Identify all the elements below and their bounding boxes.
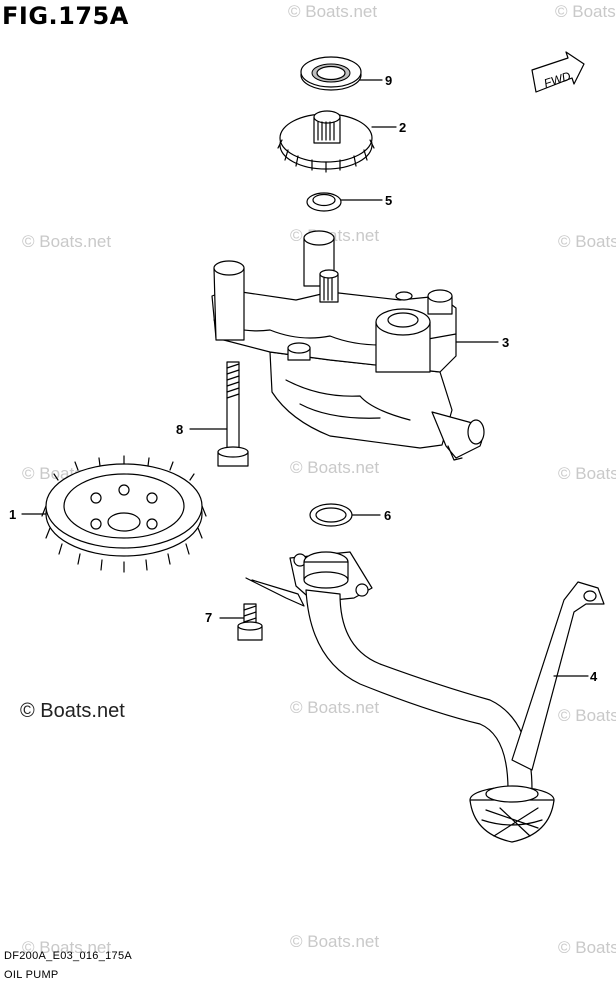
figure-title: FIG.175A [2, 2, 129, 30]
callout-6: 6 [384, 508, 392, 523]
diagram-code: DF200A_E03_016_175A [4, 950, 133, 962]
callout-5: 5 [385, 193, 393, 208]
forward-arrow-icon: FWD [531, 51, 585, 93]
oil-seal-part [300, 56, 383, 91]
watermark: © Boats.net [290, 458, 380, 477]
watermark: © Boats.net [288, 2, 378, 21]
watermark-prominent: © Boats.net [20, 700, 125, 722]
watermark: © Boats.net [558, 938, 616, 957]
oil-strainer-part [289, 551, 605, 843]
short-bolt-part [219, 577, 305, 641]
callout-7: 7 [205, 610, 213, 625]
callout-9: 9 [385, 73, 393, 88]
watermark: © Boats.net [558, 232, 616, 251]
callout-4: 4 [590, 669, 598, 684]
washer-part [306, 192, 383, 212]
watermark: © Boats.net [22, 938, 112, 957]
drive-gear-part [21, 455, 207, 573]
callout-8: 8 [176, 422, 184, 437]
callout-1: 1 [9, 507, 17, 522]
watermark: © Boats.net [558, 706, 616, 725]
watermark: © Boats.net [555, 2, 616, 21]
callout-3: 3 [502, 335, 510, 350]
driven-gear-part [277, 110, 397, 173]
watermark: © Boats.net [558, 464, 616, 483]
watermark: © Boats.net [22, 232, 112, 251]
long-bolt-part [189, 361, 249, 467]
o-ring-part [309, 503, 381, 527]
diagram-name: OIL PUMP [4, 969, 59, 981]
watermark: © Boats.net [290, 698, 380, 717]
watermark: © Boats.net [290, 932, 380, 951]
oil-pump-body-part [211, 230, 499, 461]
callout-2: 2 [399, 120, 407, 135]
